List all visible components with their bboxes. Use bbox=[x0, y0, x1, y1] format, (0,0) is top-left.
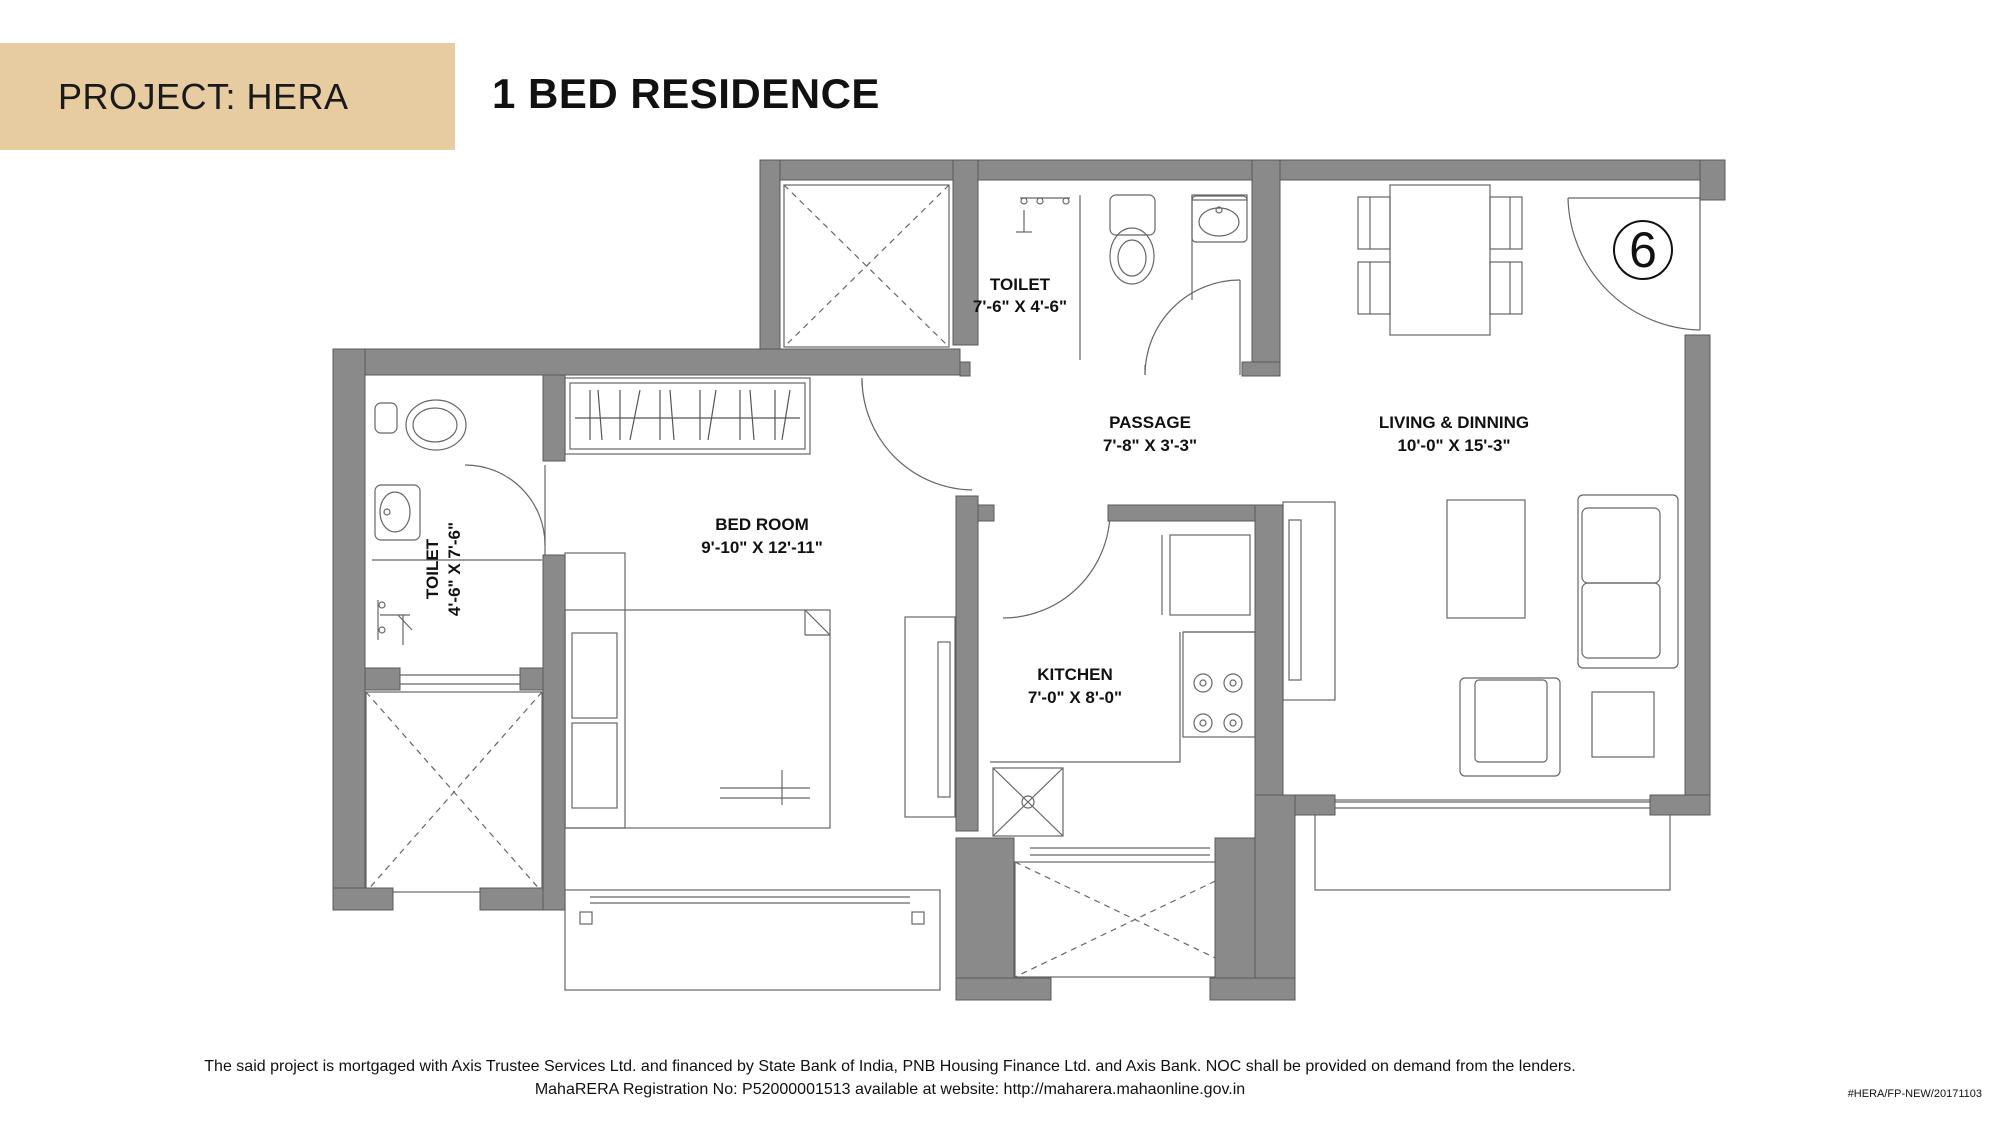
reference-code: #HERA/FP-NEW/20171103 bbox=[1847, 1088, 1982, 1100]
living-size: 10'-0" X 15'-3" bbox=[1397, 436, 1510, 455]
walls bbox=[332, 159, 1726, 1001]
rera-registration: MahaRERA Registration No: P52000001513 a… bbox=[534, 1081, 1246, 1098]
bedroom-name: BED ROOM bbox=[715, 515, 809, 534]
toilet-left-name: TOILET bbox=[423, 538, 442, 599]
living-name: LIVING & DINNING bbox=[1379, 413, 1529, 432]
passage-name: PASSAGE bbox=[1109, 413, 1191, 432]
kitchen-size: 7'-0" X 8'-0" bbox=[1028, 688, 1122, 707]
bedroom-size: 9'-10" X 12'-11" bbox=[701, 538, 823, 557]
toilet-top-name: TOILET bbox=[990, 275, 1051, 294]
toilet-left-size: 4'-6" X 7'-6" bbox=[445, 522, 464, 616]
unit-number-badge: 6 bbox=[1613, 220, 1673, 280]
project-label: PROJECT: HERA bbox=[58, 75, 349, 117]
project-label-box: PROJECT: HERA bbox=[0, 43, 455, 150]
passage-size: 7'-8" X 3'-3" bbox=[1103, 436, 1197, 455]
toilet-top-size: 7'-6" X 4'-6" bbox=[973, 297, 1067, 316]
kitchen-name: KITCHEN bbox=[1037, 665, 1113, 684]
mortgage-disclaimer: The said project is mortgaged with Axis … bbox=[204, 1058, 1576, 1075]
fixtures bbox=[365, 184, 1701, 991]
unit-type-title: 1 BED RESIDENCE bbox=[492, 70, 880, 117]
